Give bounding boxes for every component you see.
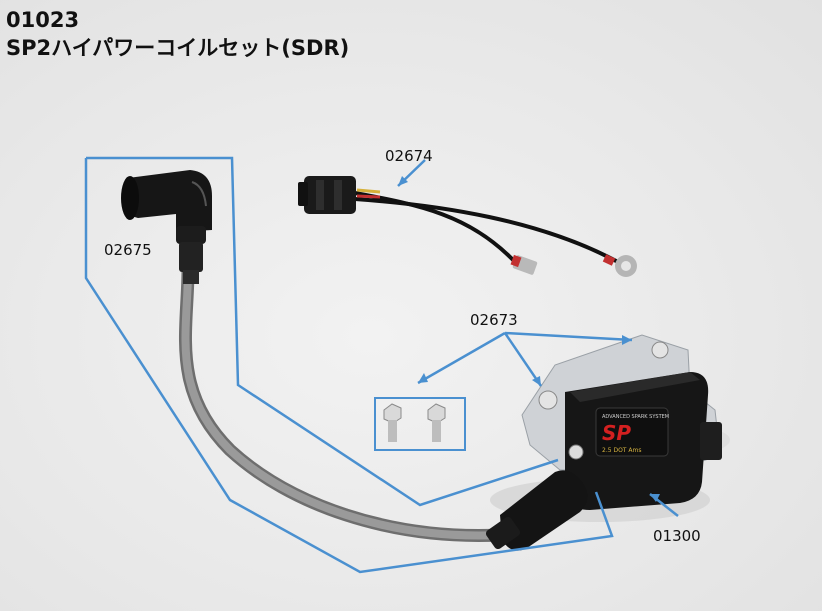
ignition-coil	[485, 334, 722, 551]
product-name: SP2ハイパワーコイルセット(SDR)	[6, 36, 350, 60]
label-harness: 02674	[385, 147, 433, 165]
page-title: 01023 SP2ハイパワーコイルセット(SDR)	[6, 6, 349, 62]
label-bolts: 02673	[470, 311, 518, 329]
label-plug-cap: 02675	[104, 241, 152, 259]
label-coil: 01300	[653, 527, 701, 545]
product-code: 01023	[6, 8, 80, 32]
coil-brand: SP	[602, 421, 631, 445]
coil-subtitle: ADVANCED SPARK SYSTEM	[602, 414, 669, 420]
coil-footer: 2.5 DOT Ams	[602, 447, 641, 454]
plug-cap-cable	[121, 170, 507, 542]
callout-arrowheads	[398, 176, 660, 502]
bolts	[374, 397, 466, 451]
wire-harness	[298, 176, 637, 277]
